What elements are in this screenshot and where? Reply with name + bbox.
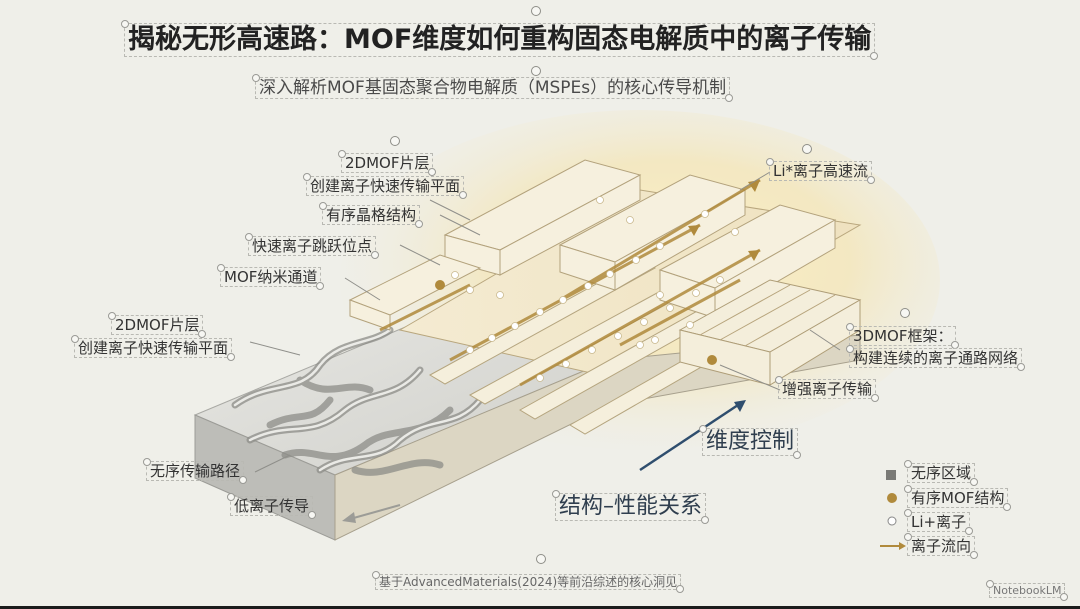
rotate-handle-sheet-top[interactable] xyxy=(390,136,400,146)
legend-ion-flow[interactable]: 离子流向 xyxy=(903,533,979,559)
legend-arrow-icon xyxy=(880,542,906,550)
notebooklm-watermark[interactable]: NotebookLM xyxy=(985,579,1069,602)
gold-site-1 xyxy=(435,280,445,290)
legend-square-icon xyxy=(886,470,896,480)
legend-li-dot-icon xyxy=(887,516,897,526)
label-2dmof-sheet-left-line1[interactable]: 2DMOF片层 xyxy=(107,312,207,338)
gold-site-2 xyxy=(707,355,717,365)
rotate-handle-li-flow[interactable] xyxy=(802,144,812,154)
label-2dmof-sheet-top-line2[interactable]: 创建离子快速传输平面 xyxy=(302,173,468,199)
label-3dmof-framework-line2[interactable]: 构建连续的离子通路网络 xyxy=(845,345,1026,371)
label-dimension-control[interactable]: 维度控制 xyxy=(698,424,802,460)
footer-source[interactable]: 基于AdvancedMaterials(2024)等前沿综述的核心洞见 xyxy=(371,570,685,594)
rotate-handle-subtitle[interactable] xyxy=(531,66,541,76)
legend-li-ion[interactable]: Li+离子 xyxy=(903,509,974,535)
label-mof-nanochannel[interactable]: MOF纳米通道 xyxy=(216,264,325,290)
li-ions xyxy=(451,196,739,382)
label-2dmof-sheet-top-line1[interactable]: 2DMOF片层 xyxy=(337,150,437,176)
rotate-handle-title[interactable] xyxy=(531,6,541,16)
label-structure-performance[interactable]: 结构–性能关系 xyxy=(551,489,710,525)
rotate-handle-3d[interactable] xyxy=(900,308,910,318)
low-conduction-arrow xyxy=(342,504,401,523)
legend-disordered[interactable]: 无序区域 xyxy=(903,460,979,486)
label-low-ion-conduction[interactable]: 低离子传导 xyxy=(226,493,317,519)
page-title[interactable]: 揭秘无形高速路：MOF维度如何重构固态电解质中的离子传输 xyxy=(120,19,879,61)
label-3dmof-framework-line1[interactable]: 3DMOF框架： xyxy=(845,323,960,349)
label-enhance-ion-transport[interactable]: 增强离子传输 xyxy=(774,376,880,402)
rotate-handle-footer[interactable] xyxy=(536,554,546,564)
label-fast-hopping-sites[interactable]: 快速离子跳跃位点 xyxy=(244,233,380,259)
bottom-edge xyxy=(0,606,1080,609)
label-li-high-speed-flow[interactable]: Li*离子高速流 xyxy=(765,158,876,184)
label-2dmof-sheet-left-line2[interactable]: 创建离子快速传输平面 xyxy=(70,335,236,361)
legend-gold-dot-icon xyxy=(887,493,897,503)
legend-ordered-mof[interactable]: 有序MOF结构 xyxy=(903,485,1012,511)
page-subtitle[interactable]: 深入解析MOF基固态聚合物电解质（MSPEs）的核心传导机制 xyxy=(251,73,734,103)
framework-3d xyxy=(678,279,862,386)
label-ordered-lattice[interactable]: 有序晶格结构 xyxy=(318,202,424,228)
leader-lines xyxy=(249,171,841,473)
dimension-arrow xyxy=(639,400,746,472)
label-disordered-path[interactable]: 无序传输路径 xyxy=(142,458,248,484)
